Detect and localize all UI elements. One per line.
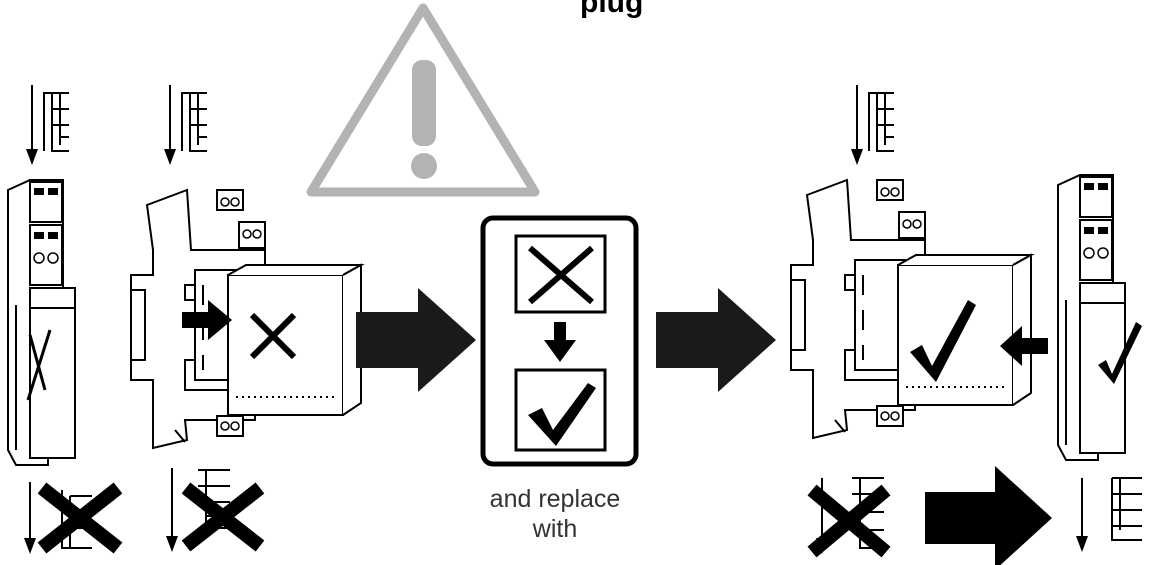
cross-mark-icon xyxy=(528,245,594,305)
pulse-signal-icon xyxy=(24,482,123,554)
arrow-right-icon xyxy=(656,288,776,392)
arrow-right-icon xyxy=(356,288,476,392)
replace-caption: and replace with xyxy=(450,484,660,544)
check-mark-icon xyxy=(1098,322,1142,384)
heading-fragment: plug xyxy=(580,0,644,19)
replacement-slim-unit xyxy=(1057,174,1142,461)
faulty-slim-unit xyxy=(7,179,76,466)
check-mark-icon xyxy=(528,383,596,446)
pulse-signal-icon xyxy=(166,468,265,552)
pulse-signal-icon xyxy=(163,84,208,166)
arrow-right-icon xyxy=(925,466,1052,565)
replacement-panel xyxy=(480,215,639,467)
pulse-signal-icon xyxy=(25,84,70,166)
pulse-signal-icon xyxy=(807,477,891,558)
cross-mark-icon xyxy=(181,482,265,552)
base-with-faulty-module xyxy=(130,189,362,449)
pulse-signal-icon xyxy=(850,84,895,166)
base-with-new-module xyxy=(790,179,1048,439)
cross-mark-icon xyxy=(807,484,891,558)
pulse-signal-icon xyxy=(1076,477,1142,552)
arrow-down-icon xyxy=(544,322,576,362)
warning-triangle-icon xyxy=(306,3,540,197)
caption-line-1: and replace xyxy=(489,485,621,513)
check-mark-icon xyxy=(910,300,976,382)
caption-line-2: with xyxy=(532,515,578,543)
cross-mark-icon xyxy=(37,482,123,554)
